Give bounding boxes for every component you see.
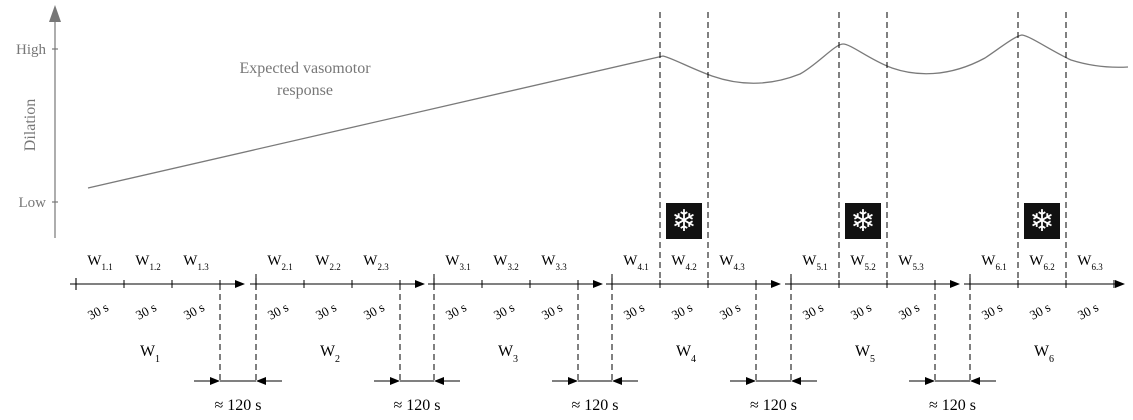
window-label: W4 [676,343,696,365]
y-axis-arrow [49,5,61,22]
segment-duration-label: 30 s [1027,299,1053,322]
segment-duration-label: 30 s [491,299,517,322]
segment-duration-label: 30 s [181,299,207,322]
snowflake-icon-bg [666,203,702,239]
subwindow-label: W5.2 [850,253,875,272]
subwindow-label: W5.1 [802,253,827,272]
subwindow-label: W6.2 [1029,253,1054,272]
segment-duration-label: 30 s [265,299,291,322]
y-low-label: Low [19,195,47,211]
segment-duration-label: 30 s [717,299,743,322]
y-axis-title: Dilation [22,99,39,151]
window-label: W2 [320,343,340,365]
subwindow-label: W4.3 [719,253,745,272]
y-high-label: High [16,42,47,58]
snowflake-icon: ❄ [850,204,875,239]
subwindow-label: W4.2 [671,253,696,272]
segment-duration-label: 30 s [133,299,159,322]
gap-duration-label: ≈ 120 s [750,397,797,414]
gap-duration-label: ≈ 120 s [929,397,976,414]
window-label: W5 [855,343,875,365]
subwindow-label: W2.2 [315,253,340,272]
segment-duration-label: 30 s [85,299,111,322]
timeline-group: W1.1 30 s W1.2 30 s W1.3 30 s W1 ≈ 120 s W2.1 30 … [70,12,1125,414]
subwindow-label: W4.1 [623,253,648,272]
segment-duration-label: 30 s [539,299,565,322]
subwindow-label: W1.1 [87,253,112,272]
segment-duration-label: 30 s [669,299,695,322]
window-label: W6 [1034,343,1054,365]
subwindow-label: W2.1 [267,253,292,272]
segment-duration-label: 30 s [443,299,469,322]
curve-label-line2: response [277,82,333,99]
subwindow-label: W3.2 [493,253,518,272]
gap-duration-label: ≈ 120 s [571,397,618,414]
snowflake-icon-bg [1024,203,1060,239]
snowflake-icon-bg [845,203,881,239]
segment-duration-label: 30 s [896,299,922,322]
gap-duration-label: ≈ 120 s [393,397,440,414]
snowflake-icon: ❄ [671,204,696,239]
segment-duration-label: 30 s [800,299,826,322]
subwindow-label: W1.3 [183,253,209,272]
curve-label-line1: Expected vasomotor [239,60,371,77]
segment-duration-label: 30 s [313,299,339,322]
subwindow-label: W6.1 [981,253,1006,272]
subwindow-label: W1.2 [135,253,160,272]
segment-duration-label: 30 s [361,299,387,322]
subwindow-label: W5.3 [898,253,924,272]
subwindow-label: W3.1 [445,253,470,272]
subwindow-label: W6.3 [1077,253,1103,272]
segment-duration-label: 30 s [848,299,874,322]
window-label: W3 [498,343,518,365]
window-label: W1 [140,343,160,365]
segment-duration-label: 30 s [979,299,1005,322]
subwindow-label: W3.3 [541,253,567,272]
segment-duration-label: 30 s [1075,299,1101,322]
segment-duration-label: 30 s [621,299,647,322]
subwindow-label: W2.3 [363,253,389,272]
expected-response-curve [87,34,1129,189]
snowflake-icon: ❄ [1029,204,1054,239]
gap-duration-label: ≈ 120 s [214,397,261,414]
